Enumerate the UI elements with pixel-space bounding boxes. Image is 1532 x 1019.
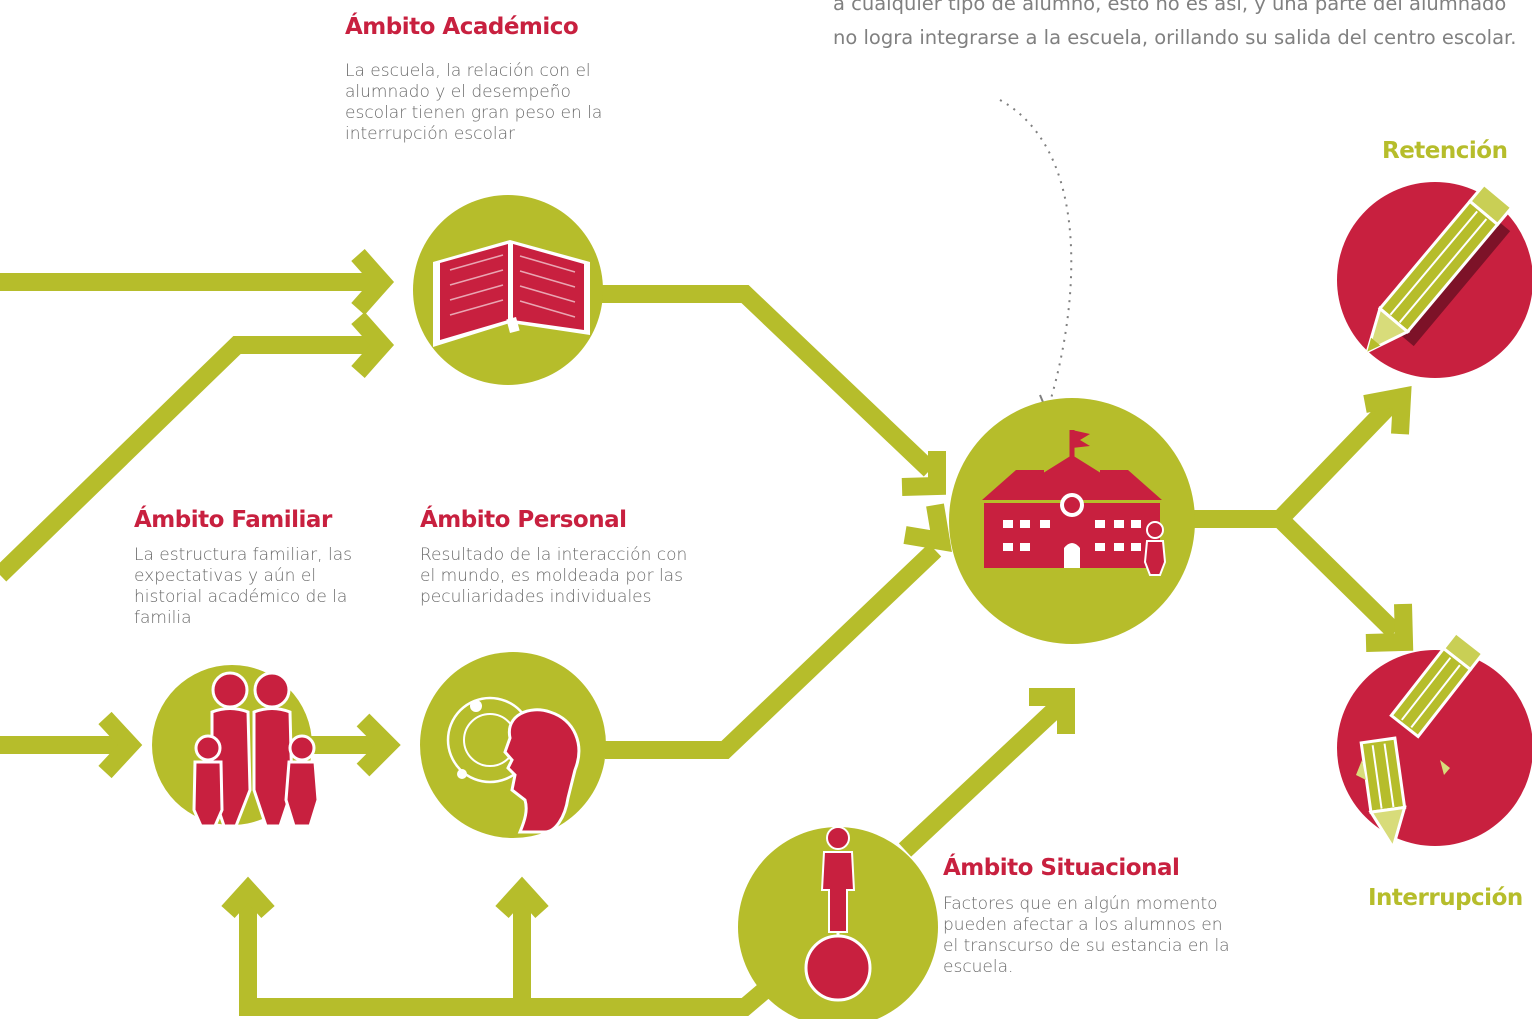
academico-title: Ámbito Académico (345, 14, 579, 40)
arrowhead-academico-top (351, 249, 395, 315)
broken-pencil-icon (1356, 630, 1485, 852)
school-building-icon (982, 430, 1167, 576)
arrowhead-escuela-bottom (903, 503, 952, 552)
arrowhead-retencion (1363, 386, 1412, 435)
personal-description: Resultado de la interacción con el mundo… (420, 545, 688, 607)
person-on-ball-icon (804, 826, 872, 1002)
arrowhead-familiar (98, 711, 143, 779)
open-book-icon (433, 240, 590, 347)
personal-title: Ámbito Personal (420, 507, 627, 533)
connector-situacional-to-escuela (898, 698, 1067, 857)
arrowhead-situacional (1029, 688, 1075, 734)
connector-personal-to-escuela (605, 543, 942, 759)
pencil-icon (1364, 182, 1514, 355)
head-profile-icon (446, 696, 581, 834)
arrowhead-academico-bottom (351, 312, 395, 378)
family-icon (192, 671, 320, 828)
arrowhead-familiar-up (221, 876, 275, 919)
situacional-description: Factores que en algún momento pueden afe… (943, 894, 1230, 977)
familiar-description: La estructura familiar, las expectativas… (134, 545, 352, 628)
arrowheads (98, 249, 1414, 919)
retencion-label: Retención (1382, 138, 1508, 164)
arrowhead-escuela-top (901, 451, 946, 496)
arrowhead-personal-up (495, 876, 549, 919)
connector-split-to-interrupcion (1273, 512, 1402, 639)
flow-connectors (0, 273, 1402, 1016)
arrowhead-personal (356, 713, 401, 777)
connector-diagonal-to-academico (0, 336, 372, 582)
connector-escuela-to-outcomes (1190, 398, 1397, 528)
connector-bottom-loop (239, 900, 771, 1016)
familiar-title: Ámbito Familiar (134, 507, 332, 533)
connector-academico-to-escuela (595, 285, 937, 477)
dotted-leader-line (999, 99, 1073, 403)
situacional-title: Ámbito Situacional (943, 855, 1180, 881)
intro-paragraph: a cualquier tipo de alumno, esto no es a… (833, 0, 1517, 49)
interrupcion-label: Interrupción (1368, 885, 1523, 911)
arrowhead-interrupcion (1365, 603, 1414, 652)
academico-description: La escuela, la relación con el alumnado … (345, 61, 603, 144)
